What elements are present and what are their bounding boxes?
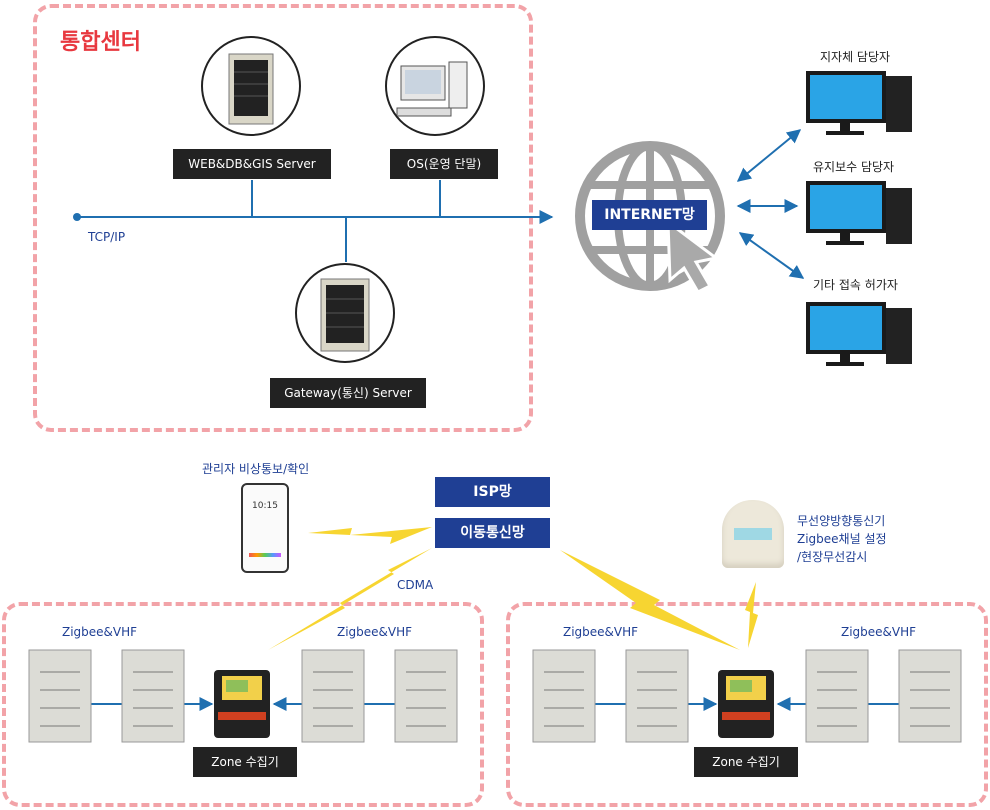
phone-time: 10:15	[252, 501, 278, 511]
internet-label: INTERNET망	[592, 200, 707, 230]
sensor-panel	[121, 649, 185, 743]
user-label-1: 지자체 담당자	[820, 50, 891, 64]
user-label-3: 기타 접속 허가자	[813, 278, 898, 292]
monitor-icon	[806, 181, 912, 245]
os-terminal-label: OS(운영 단말)	[390, 149, 498, 179]
gateway-server-label: Gateway(통신) Server	[270, 378, 426, 408]
os-terminal-image	[385, 36, 485, 136]
sensor-panel	[625, 649, 689, 743]
phone-app-row	[249, 553, 281, 557]
sensor-panel	[532, 649, 596, 743]
sensor-panel	[898, 649, 962, 743]
isp-label: ISP망	[435, 477, 550, 507]
radio-line-1: 무선양방향통신기	[797, 514, 886, 528]
sensor-panel	[28, 649, 92, 743]
web-server-label: WEB&DB&GIS Server	[173, 149, 331, 179]
tcpip-label: TCP/IP	[88, 230, 126, 244]
sensor-panel	[301, 649, 365, 743]
user-label-2: 유지보수 담당자	[813, 160, 895, 174]
cdma-label: CDMA	[397, 578, 434, 592]
cursor-icon	[666, 218, 720, 294]
field-zone-left	[2, 602, 484, 807]
radio-line-2: Zigbee채널 설정	[797, 532, 887, 546]
monitor-icon	[806, 71, 912, 135]
gateway-server-image	[295, 263, 395, 363]
field-zone-right	[506, 602, 988, 807]
zone1-collector-label: Zone 수집기	[193, 747, 297, 777]
mobile-label: 관리자 비상통보/확인	[202, 462, 310, 476]
center-title: 통합센터	[60, 30, 141, 55]
server-rack-icon	[228, 53, 274, 125]
radio-device	[722, 500, 784, 568]
zone2-right-label: Zigbee&VHF	[841, 625, 917, 639]
radio-line-3: /현장무선감시	[797, 550, 868, 564]
sensor-panel	[394, 649, 458, 743]
zone-collector-device	[718, 670, 774, 738]
zone2-left-label: Zigbee&VHF	[563, 625, 639, 639]
smartphone: 10:15	[241, 483, 289, 573]
web-server-image	[201, 36, 301, 136]
zone1-right-label: Zigbee&VHF	[337, 625, 413, 639]
desktop-computer-icon	[396, 61, 468, 117]
monitor-icon	[806, 302, 912, 366]
zone-collector-device	[214, 670, 270, 738]
sensor-panel	[805, 649, 869, 743]
server-rack-icon	[320, 278, 370, 352]
zone1-left-label: Zigbee&VHF	[62, 625, 138, 639]
mobile-network-label: 이동통신망	[435, 518, 550, 548]
zone2-collector-label: Zone 수집기	[694, 747, 798, 777]
